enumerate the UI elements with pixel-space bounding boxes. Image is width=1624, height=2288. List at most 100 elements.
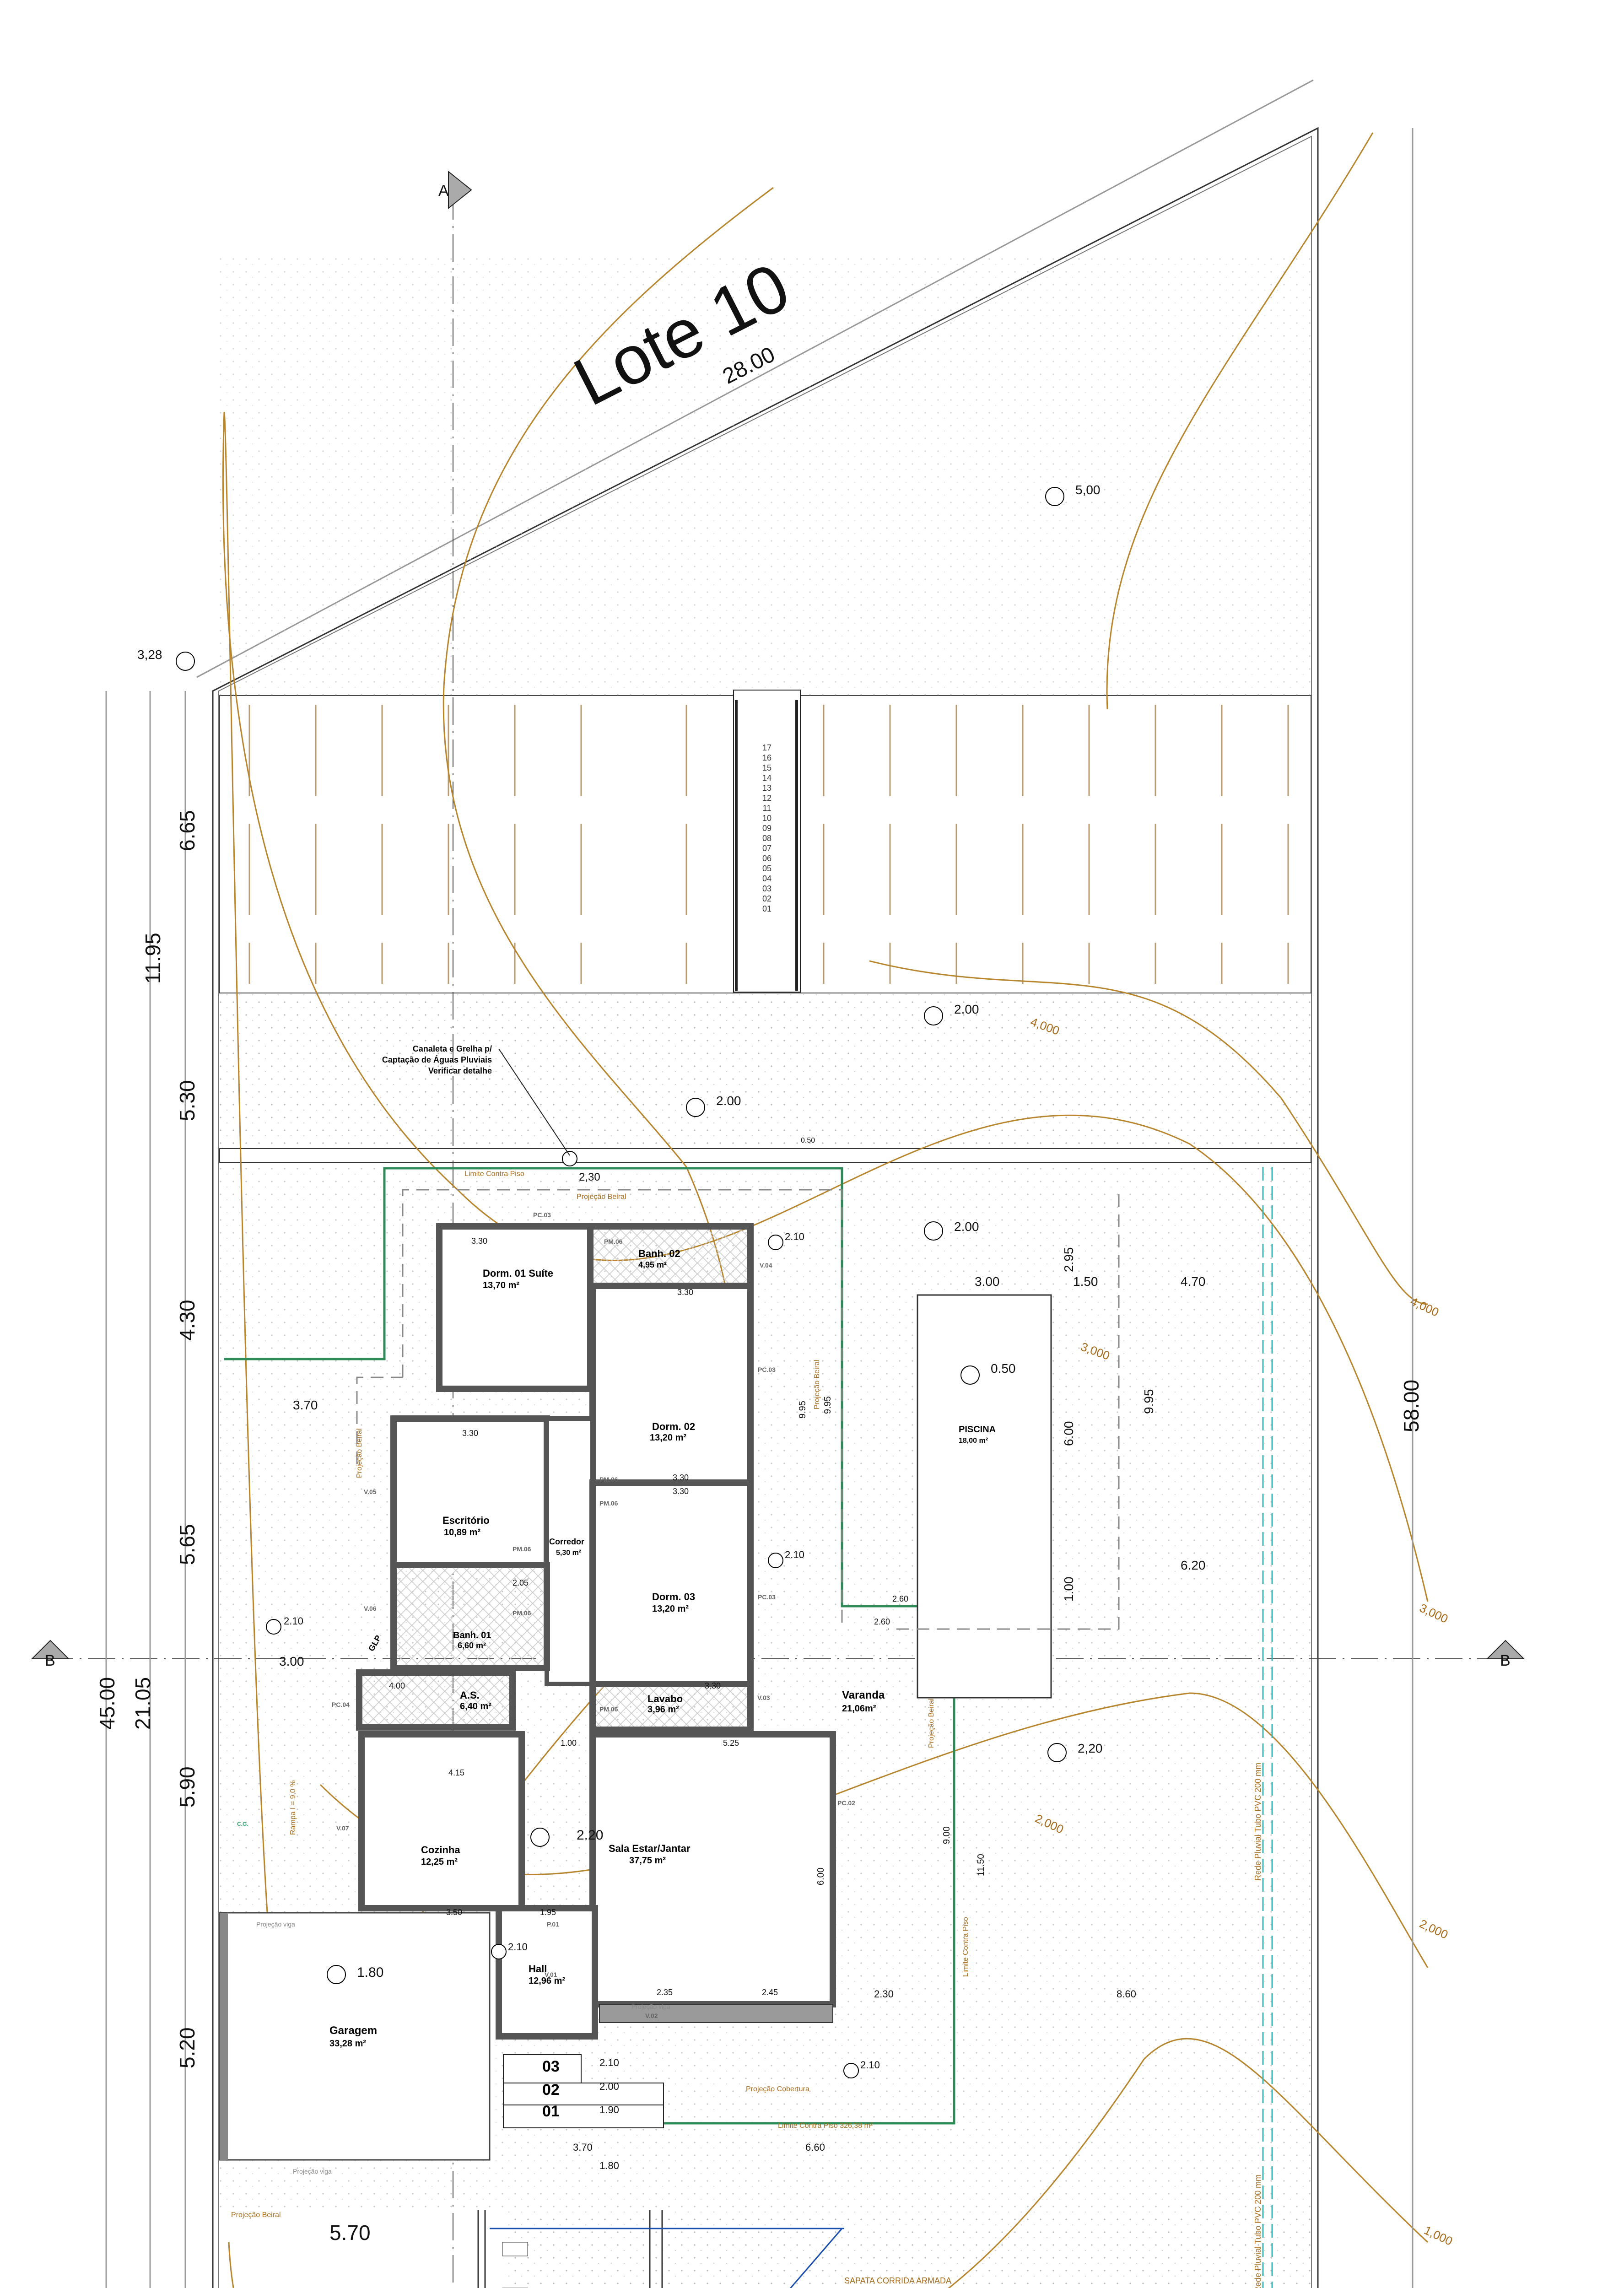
svg-text:PM.06: PM.06: [513, 1545, 531, 1553]
svg-text:3.70: 3.70: [293, 1398, 318, 1412]
misc-dimension-labels: 0.50 3.70 3.00 2.60 2.60 2.30 8.60 6.60 …: [279, 1137, 1136, 2245]
svg-text:0.50: 0.50: [801, 1137, 815, 1144]
svg-text:2.30: 2.30: [874, 1988, 894, 2000]
svg-text:V.02: V.02: [645, 2012, 658, 2019]
svg-text:2.00: 2.00: [954, 1002, 979, 1016]
svg-text:V.07: V.07: [336, 1824, 349, 1832]
right-dimension-labels: 58.00 9.95 9.95 9.95 2.95 6.00 1.00 11.5…: [798, 1247, 1423, 1886]
svg-text:SAPATA CORRIDA ARMADA: SAPATA CORRIDA ARMADA: [844, 2276, 951, 2285]
room-dorm01: Dorm. 01 Suíte: [483, 1268, 553, 1279]
svg-text:01: 01: [762, 904, 772, 913]
svg-text:Captação de Águas Pluviais: Captação de Águas Pluviais: [382, 1055, 492, 1064]
svg-text:02: 02: [762, 894, 772, 903]
svg-text:1.90: 1.90: [599, 2104, 619, 2115]
svg-text:3,96 m²: 3,96 m²: [647, 1705, 679, 1715]
svg-text:15: 15: [762, 763, 772, 772]
svg-text:Limite Contra Piso 326,38 m: Limite Contra Piso 326,38 m²: [778, 2122, 873, 2130]
svg-text:Projeção Beiral: Projeção Beiral: [231, 2211, 281, 2219]
house-walls: [219, 1223, 836, 2161]
svg-text:2.00: 2.00: [599, 2081, 619, 2092]
svg-text:07: 07: [762, 844, 772, 853]
section-marker-b-left[interactable]: B: [31, 1640, 70, 1669]
pool-dimension-labels: 3.00 1.50 4.70 6.20: [975, 1274, 1206, 1572]
svg-text:04: 04: [762, 874, 772, 883]
svg-text:4.70: 4.70: [1181, 1274, 1206, 1289]
svg-text:12: 12: [762, 793, 772, 803]
svg-text:2.00: 2.00: [954, 1220, 979, 1234]
svg-text:5.20: 5.20: [175, 2027, 199, 2068]
svg-text:6,60 m²: 6,60 m²: [458, 1641, 486, 1650]
svg-text:9.95: 9.95: [823, 1396, 833, 1414]
svg-text:PM.06: PM.06: [513, 1609, 531, 1617]
room-dorm02: Dorm. 02: [652, 1421, 695, 1432]
svg-text:Projeção Beiral: Projeção Beiral: [813, 1360, 821, 1410]
svg-text:Projeção viga: Projeção viga: [293, 2168, 332, 2175]
svg-text:Projeção Cobertura: Projeção Cobertura: [746, 2085, 809, 2093]
canaleta-note: Canaleta e Grelha p/ Captação de Águas P…: [382, 1044, 492, 1075]
svg-text:4,95 m²: 4,95 m²: [638, 1260, 667, 1269]
pool: [888, 1194, 1120, 1699]
svg-text:13,20 m²: 13,20 m²: [652, 1604, 689, 1614]
svg-text:V.03: V.03: [757, 1694, 770, 1701]
svg-text:PC.03: PC.03: [758, 1366, 776, 1373]
svg-text:2.10: 2.10: [508, 1941, 528, 1953]
svg-text:PM.06: PM.06: [599, 1705, 618, 1713]
svg-text:3,000: 3,000: [1417, 1601, 1450, 1626]
sapata-note: SAPATA CORRIDA ARMADA CONCRETO APARENTE …: [844, 2276, 951, 2288]
svg-text:3.70: 3.70: [573, 2142, 593, 2153]
svg-text:3.30: 3.30: [673, 1487, 689, 1496]
svg-text:Projeção Beiral: Projeção Beiral: [928, 1699, 935, 1748]
svg-text:0.50: 0.50: [991, 1361, 1016, 1376]
svg-text:B: B: [1500, 1652, 1511, 1669]
svg-text:11: 11: [763, 804, 772, 813]
limite-contra-piso-line: [224, 1167, 955, 2125]
stairs: [733, 690, 801, 993]
svg-text:2,000: 2,000: [1417, 1916, 1450, 1942]
projecao-viga-notes: Projeção viga Projeção viga Projeção vig…: [256, 1921, 670, 2175]
svg-text:PM.06: PM.06: [604, 1238, 623, 1245]
frame-tags: PC.03 PC.03 PC.03 PM.06 PM.06 PM.06 PM.0…: [237, 1211, 855, 2019]
svg-text:01: 01: [542, 2103, 560, 2120]
svg-text:Rampa I = 9,0 %: Rampa I = 9,0 %: [289, 1780, 297, 1835]
svg-text:B: B: [45, 1652, 55, 1669]
svg-text:13,20 m²: 13,20 m²: [650, 1433, 686, 1443]
level-markers: [176, 487, 1067, 2078]
svg-text:45.00: 45.00: [95, 1677, 119, 1730]
svg-text:4.00: 4.00: [389, 1681, 405, 1690]
room-piscina: PISCINA: [959, 1425, 996, 1435]
svg-text:V.06: V.06: [364, 1605, 377, 1612]
svg-text:PC.04: PC.04: [332, 1701, 350, 1708]
left-dimension-labels: 6.65 11.95 5.30 4.30 5.65 45.00 21.05 5.…: [95, 810, 199, 2068]
svg-text:CONCRETO APARENTE: CONCRETO APARENTE: [844, 2287, 937, 2288]
dimension-lines: [105, 128, 1414, 2288]
svg-text:Projeção Beiral: Projeção Beiral: [356, 1429, 363, 1479]
svg-text:9.95: 9.95: [798, 1401, 808, 1419]
svg-text:Rede Pluvial Tubo PVC 200 mm: Rede Pluvial Tubo PVC 200 mm: [1253, 2175, 1263, 2288]
section-marker-b-right[interactable]: B: [1486, 1640, 1525, 1669]
svg-text:5,30 m²: 5,30 m²: [556, 1549, 581, 1557]
svg-text:Verificar detalhe: Verificar detalhe: [428, 1066, 492, 1075]
svg-text:Canaleta e Grelha p/: Canaleta e Grelha p/: [413, 1044, 492, 1053]
svg-text:09: 09: [762, 824, 772, 833]
svg-text:1,000: 1,000: [1422, 2223, 1455, 2248]
entry-steps: [503, 2054, 664, 2128]
svg-text:V.04: V.04: [760, 1262, 772, 1269]
svg-text:2,20: 2,20: [1078, 1741, 1103, 1755]
room-dimension-labels: 3.30 3.30 3.30 3.30 3.30 2.05 4.00 3.30 …: [389, 1236, 721, 1917]
svg-text:02: 02: [542, 2081, 560, 2099]
svg-text:Projeção viga: Projeção viga: [631, 2003, 670, 2010]
svg-text:05: 05: [762, 864, 772, 873]
svg-text:PM.06: PM.06: [599, 1476, 618, 1483]
svg-text:3.30: 3.30: [462, 1429, 478, 1438]
svg-text:2.60: 2.60: [874, 1617, 890, 1626]
room-labels: Dorm. 01 Suíte 13,70 m² Banh. 02 4,95 m²…: [329, 1248, 996, 2049]
section-marker-a-top[interactable]: A: [438, 170, 472, 210]
svg-text:2.10: 2.10: [599, 2057, 619, 2068]
svg-text:6.00: 6.00: [816, 1867, 826, 1885]
svg-text:17: 17: [762, 743, 772, 752]
svg-text:P.01: P.01: [547, 1921, 559, 1928]
svg-text:9.00: 9.00: [942, 1826, 952, 1844]
projection-notes: Limite Contra Piso Projeção Beiral Limit…: [231, 1170, 970, 2219]
svg-text:2.95: 2.95: [1062, 1247, 1076, 1273]
room-hall: Hall: [529, 1963, 547, 1975]
